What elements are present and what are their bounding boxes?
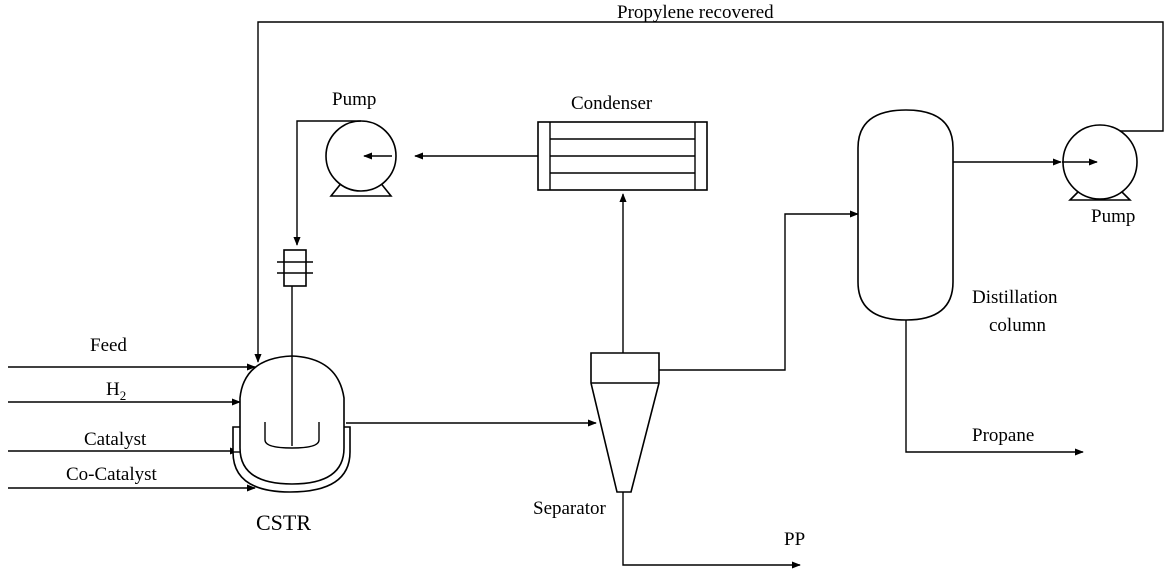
agitator-motor [277, 249, 313, 287]
propane-label: Propane [972, 425, 1034, 446]
pump-right-label: Pump [1091, 206, 1135, 227]
h2-subscript: 2 [120, 388, 127, 403]
distillation-label: Distillation [972, 287, 1058, 308]
separator [590, 352, 660, 493]
pump-top-label: Pump [332, 89, 376, 110]
propylene-recovered-label: Propylene recovered [617, 2, 774, 23]
condenser-label: Condenser [571, 93, 653, 114]
distillation-column [857, 109, 954, 321]
column-bottom-propane-line [905, 318, 1084, 456]
pump-top [325, 120, 397, 197]
feed-label: Feed [90, 335, 127, 356]
separator-bottom-pp-line [622, 492, 801, 569]
cstr-label: CSTR [256, 510, 311, 535]
pp-label: PP [784, 529, 805, 550]
pump-to-reactor-line [293, 120, 331, 246]
propylene-recycle-line [254, 21, 1164, 363]
h2-main: H [106, 379, 120, 400]
condenser [537, 121, 708, 191]
column-label: column [989, 315, 1046, 336]
co-catalyst-label: Co-Catalyst [66, 464, 157, 485]
cstr-reactor [232, 286, 351, 493]
catalyst-label: Catalyst [84, 429, 147, 450]
separator-to-column-line [659, 210, 859, 371]
pump-right [1062, 124, 1138, 201]
h2-label: H2 [106, 379, 126, 403]
separator-label: Separator [533, 498, 606, 519]
